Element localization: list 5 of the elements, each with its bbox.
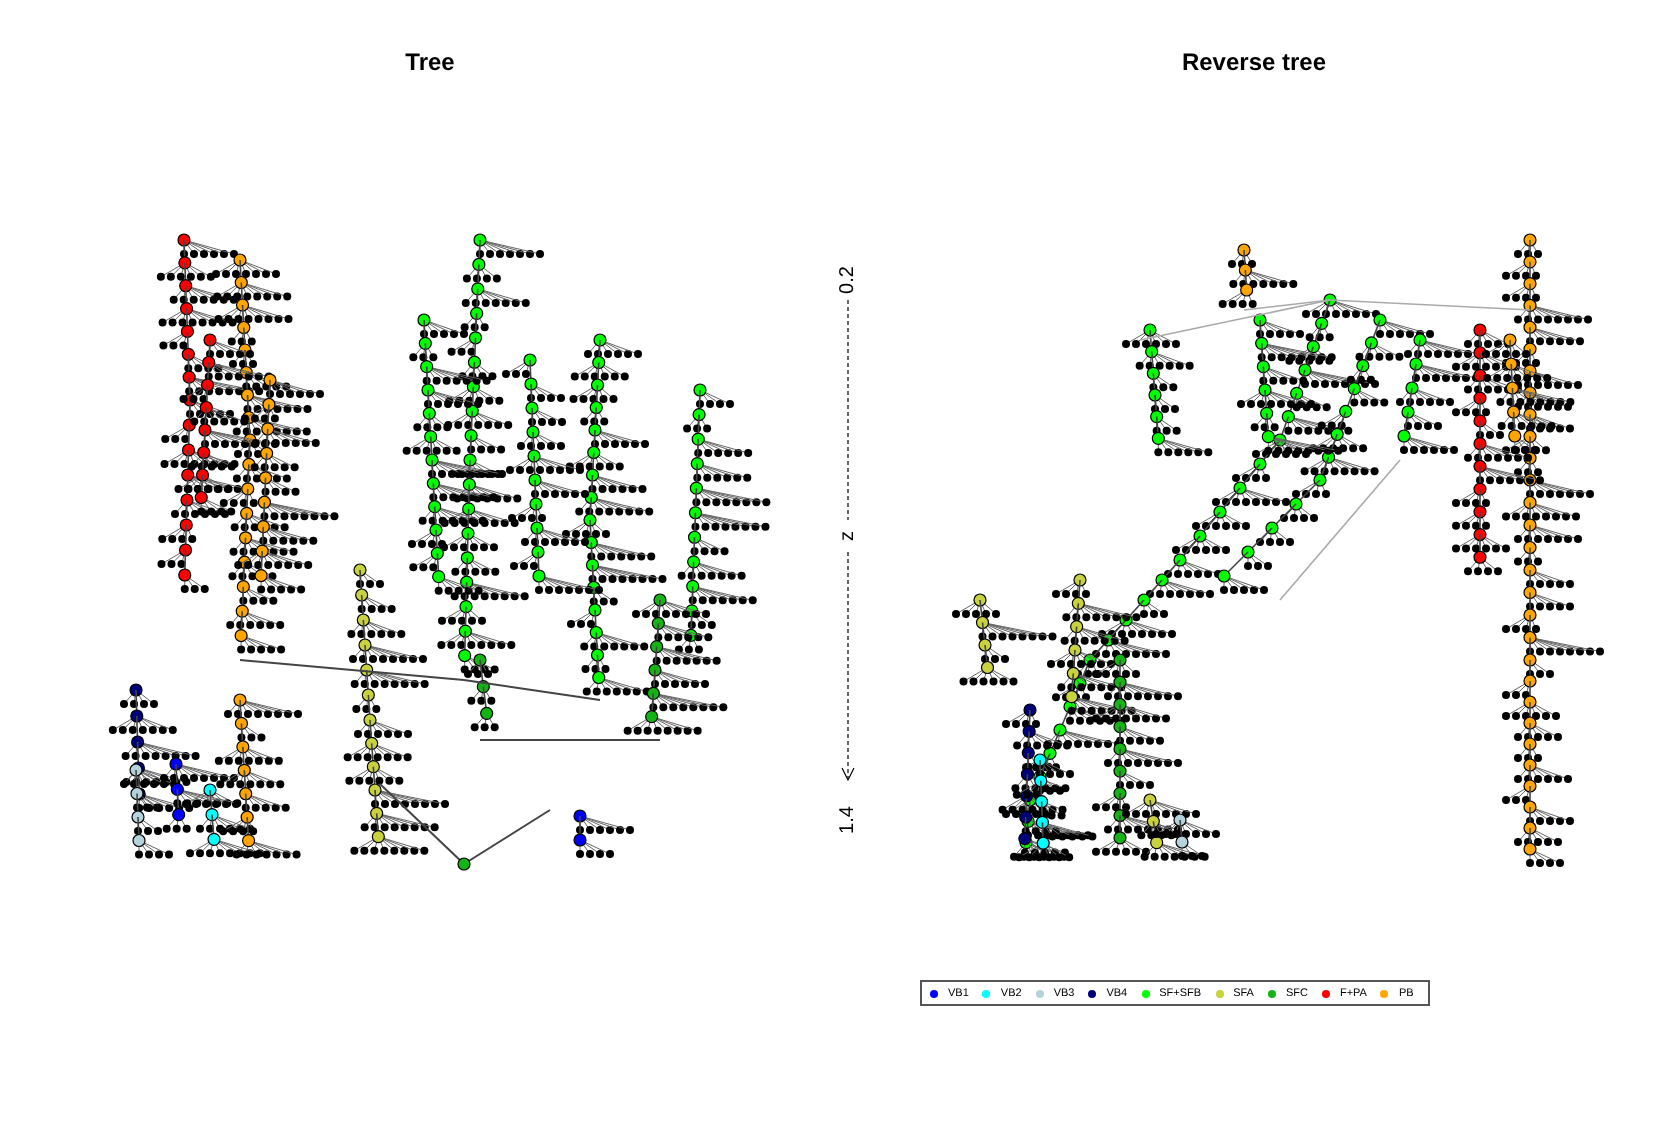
axis-tick-label: 0.2 [837,266,859,294]
axis-tick-label: 1.4 [837,806,859,834]
chart-title: Reverse tree [1181,48,1327,76]
chart-title: Tree [405,48,455,76]
axis-label: z [837,531,859,541]
